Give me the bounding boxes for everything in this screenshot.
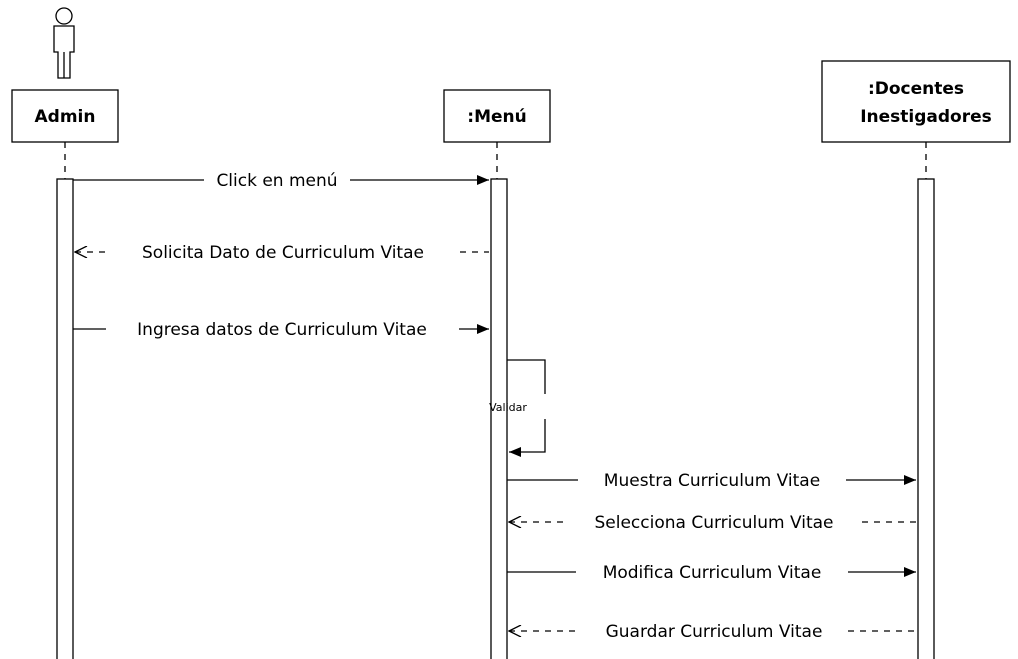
message-label: Selecciona Curriculum Vitae <box>595 513 834 533</box>
admin-actor-icon <box>53 7 75 79</box>
lifelines <box>64 142 927 179</box>
activation-admin <box>56 178 74 659</box>
message-modifica: Modifica Curriculum Vitae <box>507 563 916 583</box>
participant-menu-label: :Menú <box>467 107 526 127</box>
participant-menu: :Menú <box>443 89 551 143</box>
message-label: Guardar Curriculum Vitae <box>606 622 823 642</box>
participant-admin-label: Admin <box>35 107 96 127</box>
message-ingresa-datos: Ingresa datos de Curriculum Vitae <box>73 320 489 340</box>
activation-docentes <box>917 178 935 659</box>
message-label: Solicita Dato de Curriculum Vitae <box>142 243 424 263</box>
participant-docentes: :Docentes Inestigadores <box>821 60 1011 143</box>
message-label: Muestra Curriculum Vitae <box>604 471 820 491</box>
message-solicita-dato: Solicita Dato de Curriculum Vitae <box>75 243 489 263</box>
message-label: Validar <box>489 401 527 414</box>
message-muestra: Muestra Curriculum Vitae <box>507 471 916 491</box>
activation-bars <box>56 178 935 659</box>
message-label: Ingresa datos de Curriculum Vitae <box>137 320 427 340</box>
message-validar: Validar <box>489 359 546 457</box>
message-selecciona: Selecciona Curriculum Vitae <box>509 513 918 533</box>
participant-docentes-label-line2: Inestigadores <box>860 107 992 127</box>
participant-docentes-label-line1: :Docentes <box>868 79 964 99</box>
message-label: Modifica Curriculum Vitae <box>603 563 822 583</box>
message-label: Click en menú <box>216 171 337 191</box>
message-click-en-menu: Click en menú <box>73 171 489 191</box>
message-guardar: Guardar Curriculum Vitae <box>509 622 918 642</box>
participant-admin: Admin <box>11 89 119 143</box>
activation-menu <box>490 178 508 659</box>
